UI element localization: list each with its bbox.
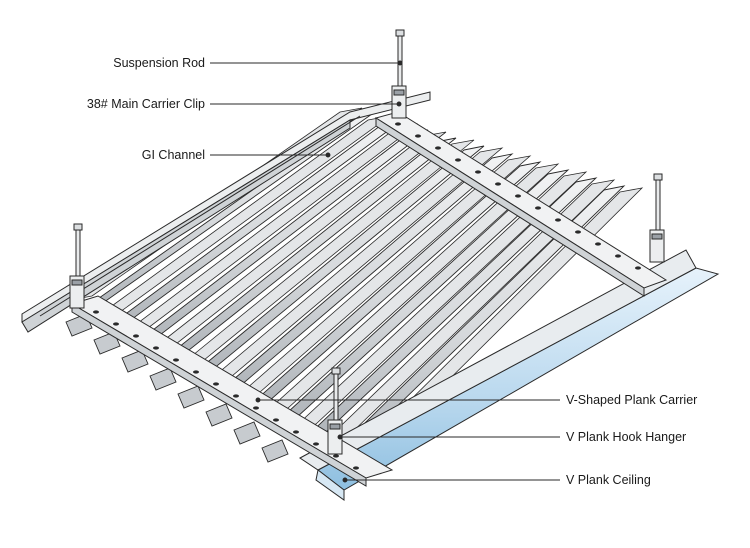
carrier-strip-side (375, 117, 645, 297)
suspension-rod-left (69, 223, 85, 309)
front-holes (93, 310, 359, 470)
back-holes (395, 122, 641, 270)
rod-cap (395, 29, 405, 37)
plank-profile (149, 367, 177, 391)
clip-nut (71, 279, 83, 286)
plank-profile (233, 421, 261, 445)
suspension-rod-bottom (327, 367, 343, 455)
gi-channel-edge (39, 115, 361, 317)
suspension-rod-right (649, 173, 665, 263)
label-v-plank-carrier: V-Shaped Plank Carrier (566, 393, 698, 407)
plank-profile (121, 349, 149, 373)
v-plank-ceiling-lip (315, 469, 345, 501)
rod-cap (331, 367, 341, 375)
label-v-plank-hook-hanger: V Plank Hook Hanger (566, 430, 687, 444)
label-v-plank-ceiling: V Plank Ceiling (566, 473, 651, 487)
v-plank-ceiling (299, 249, 720, 501)
v-plank-carrier-front (70, 295, 394, 487)
plank-profile (93, 331, 121, 355)
carrier-strip-side (71, 303, 367, 487)
plank-profile (261, 439, 289, 463)
label-gi-channel: GI Channel (141, 148, 205, 162)
label-main-carrier-clip: 38# Main Carrier Clip (86, 97, 205, 111)
clip-nut (329, 423, 341, 430)
plank-profile (177, 385, 205, 409)
suspension-assemblies (69, 29, 665, 455)
plank-profile (205, 403, 233, 427)
clip-nut (393, 89, 405, 96)
rod-cap (653, 173, 663, 181)
rod-cap (73, 223, 83, 231)
v-plank-ceiling-back (299, 249, 697, 471)
plank-group (81, 113, 626, 456)
v-plank-carrier-back (374, 111, 668, 297)
plank-face (292, 171, 588, 429)
label-suspension-rod: Suspension Rod (113, 56, 205, 70)
carrier-holes (93, 122, 641, 470)
gi-channel-left (21, 91, 431, 333)
leader-lines (210, 60, 560, 483)
clip-nut (651, 233, 663, 240)
plank-profiles (65, 313, 289, 463)
